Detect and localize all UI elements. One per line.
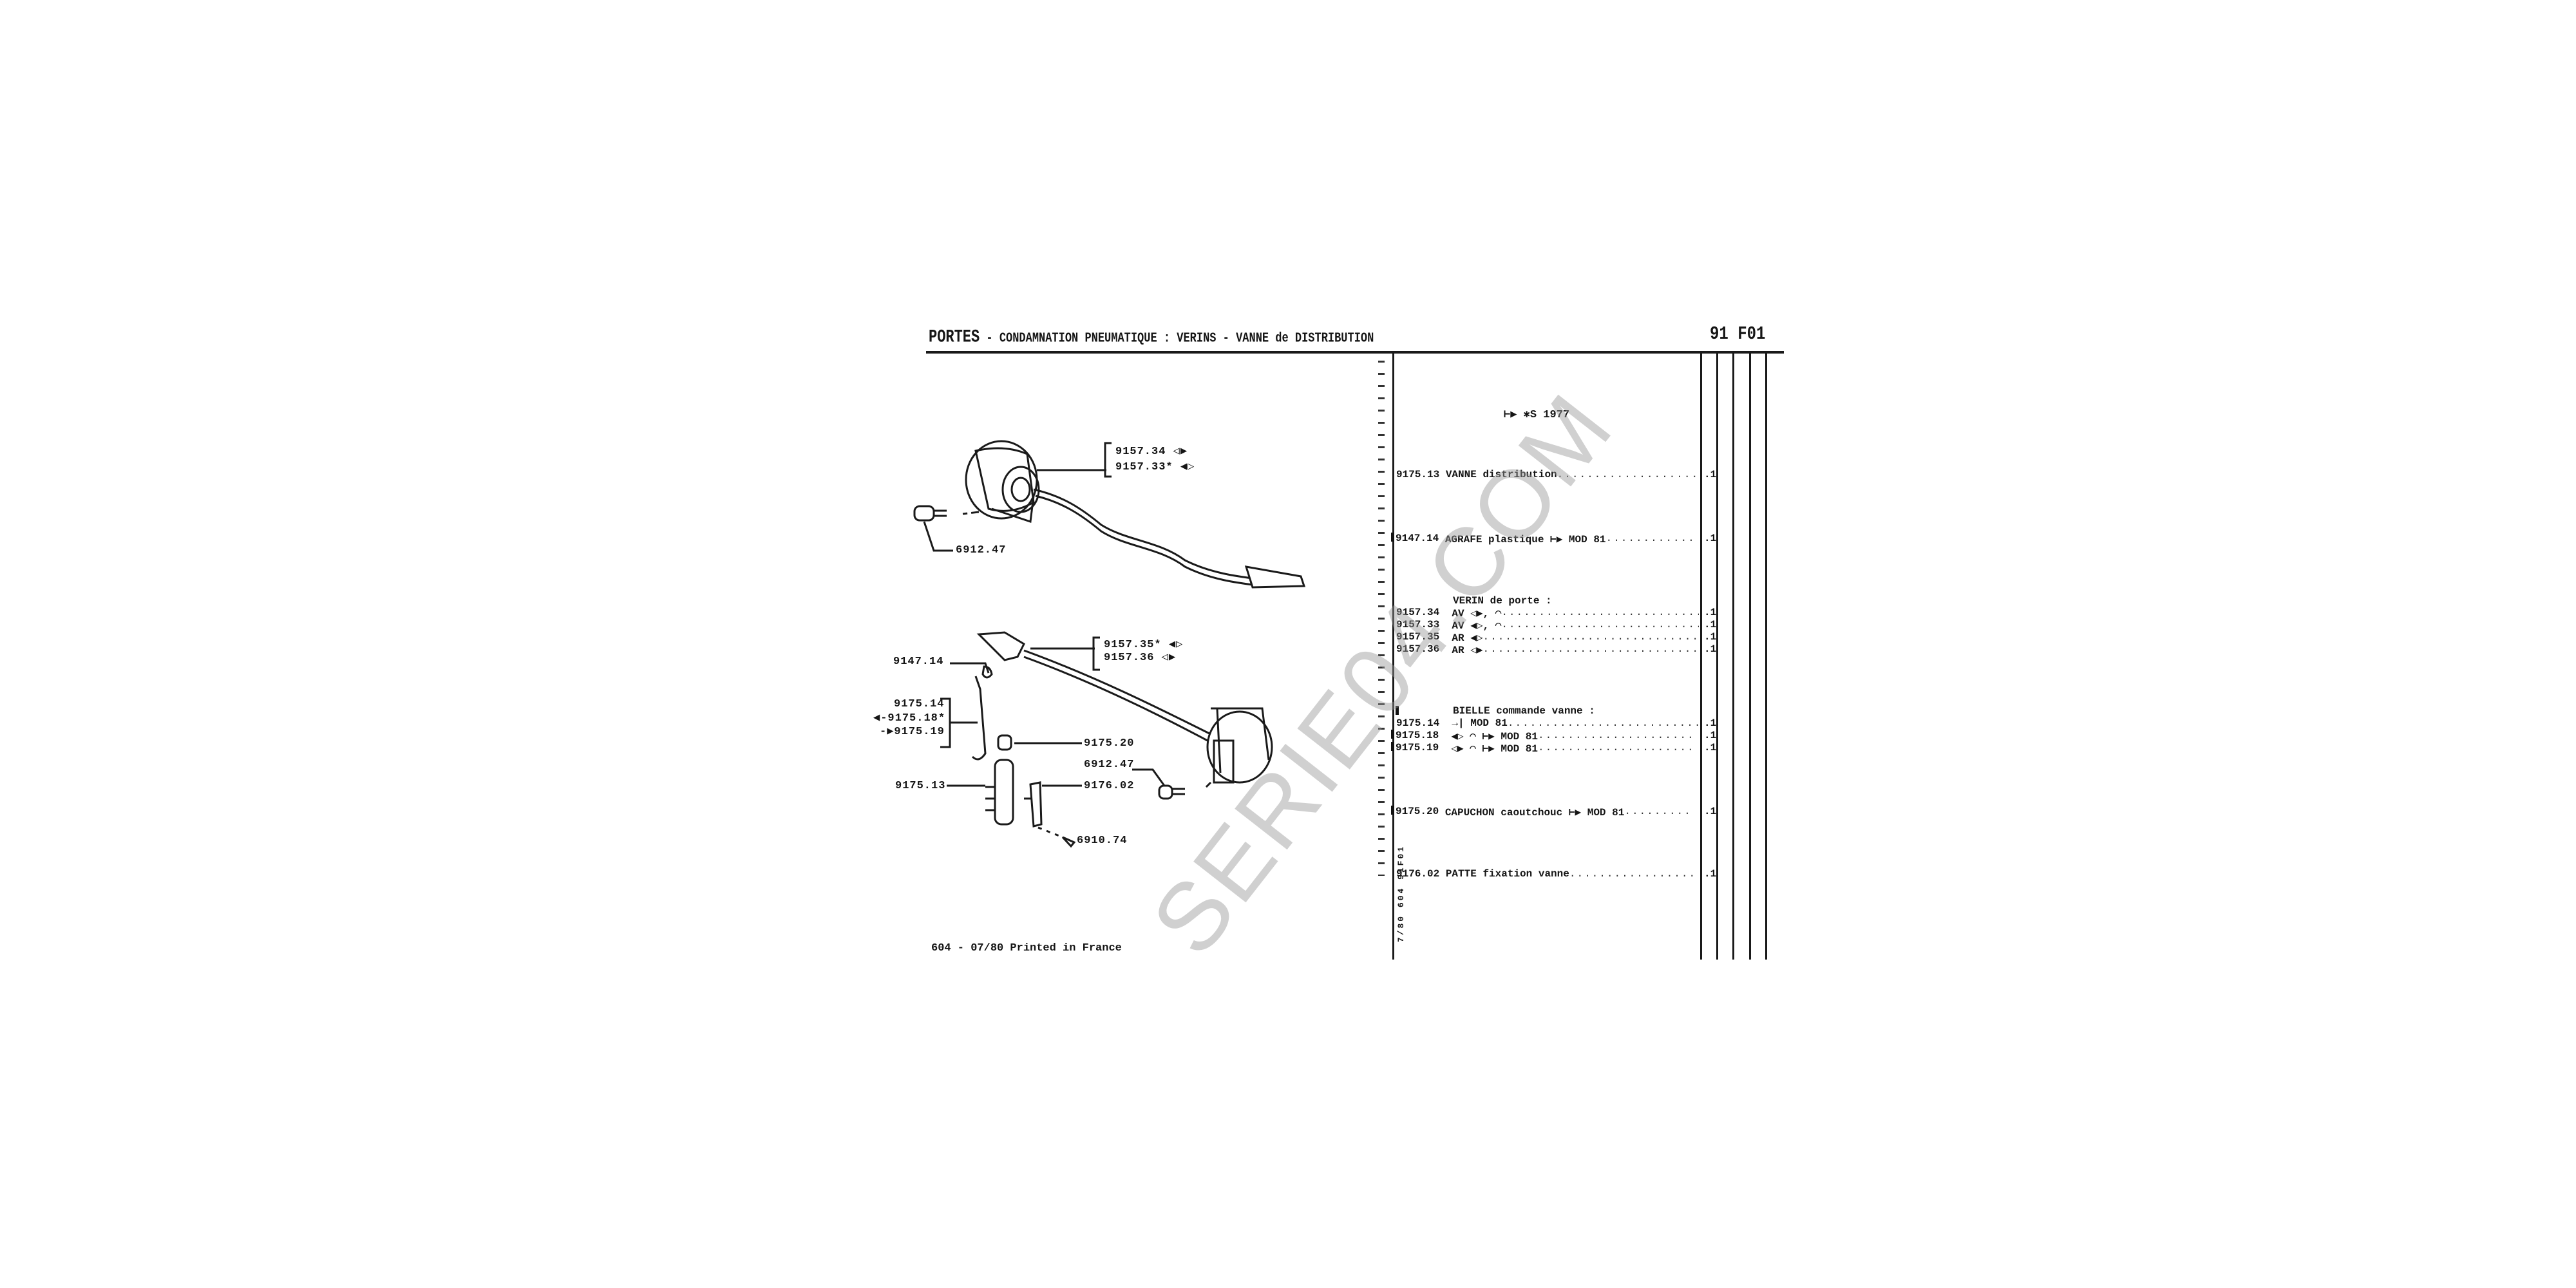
dot-leader: ........................................…: [1507, 717, 1699, 729]
part-desc: AV ◀▷, ◠: [1452, 620, 1502, 632]
part-qty: .1: [1704, 631, 1717, 643]
part-code: 9175.13: [1396, 469, 1440, 480]
part-qty: .1: [1704, 868, 1717, 880]
part-qty: .1: [1704, 533, 1717, 544]
parts-row: 9175.19 ◁▶ ◠ ⊢▶ MOD 81..................…: [1391, 742, 1694, 755]
part-code: 9157.34: [1396, 607, 1440, 618]
part-qty: .1: [1704, 742, 1717, 753]
callout-9157-36: 9157.36 ◁▶: [1104, 652, 1177, 664]
part-desc: AGRAFE plastique ⊢▶ MOD 81: [1444, 534, 1606, 545]
part-qty: .1: [1704, 619, 1717, 630]
column-line: [1765, 352, 1767, 960]
callout-9157-33: 9157.33* ◀▷: [1115, 461, 1195, 473]
title-rest: - CONDAMNATION PNEUMATIQUE : VERINS - VA…: [980, 331, 1374, 346]
part-code: 9157.36: [1396, 643, 1440, 655]
dot-leader: ........................................…: [1501, 607, 1699, 618]
part-qty: .1: [1704, 717, 1717, 729]
part-code: 9175.20: [1396, 806, 1439, 817]
callout-9175-14: 9175.14: [894, 698, 945, 710]
dot-leader: ........................................…: [1538, 730, 1694, 741]
part-code: 9175.19: [1396, 742, 1439, 753]
dot-leader: ........................................…: [1482, 643, 1700, 655]
actuator-front-drawing: [913, 440, 1306, 589]
page-title: PORTES - CONDAMNATION PNEUMATIQUE : VERI…: [929, 327, 1374, 347]
part-desc: AR ◀▷: [1452, 632, 1483, 644]
part-desc: ◁▶ ◠ ⊢▶ MOD 81: [1451, 743, 1538, 755]
dot-leader: ........................................…: [1538, 742, 1694, 753]
part-qty: .1: [1704, 643, 1717, 655]
column-line: [1716, 352, 1718, 960]
parts-row: 9176.02 PATTE fixation vanne............…: [1396, 868, 1699, 880]
page-code: 91 F01: [1710, 324, 1766, 345]
dot-leader: ........................................…: [1501, 619, 1699, 630]
dot-leader: ........................................…: [1482, 631, 1700, 643]
change-mark: [1396, 706, 1399, 715]
change-mark: [1391, 742, 1394, 751]
part-code: 9147.14: [1396, 533, 1439, 544]
actuator-rear-drawing: [976, 631, 1273, 800]
table-left-line: [1392, 352, 1394, 960]
parts-row: 9175.20 CAPUCHON caoutchouc ⊢▶ MOD 81...…: [1391, 806, 1694, 819]
section-heading-bielle: BIELLE commande vanne :: [1453, 705, 1595, 717]
section-heading-verin: VERIN de porte :: [1453, 595, 1552, 607]
dot-leader: ........................................…: [1569, 868, 1699, 880]
dot-leader: ........................................…: [1557, 469, 1699, 480]
part-desc: ◀▷ ◠ ⊢▶ MOD 81: [1451, 731, 1538, 743]
change-mark: [1391, 533, 1394, 542]
callout-6912-47-bottom: 6912.47: [1084, 759, 1135, 771]
callout-9147-14: 9147.14: [893, 656, 944, 668]
parts-row: 9157.34 AV ◁▶, ◠........................…: [1396, 607, 1699, 620]
part-desc: CAPUCHON caoutchouc ⊢▶ MOD 81: [1444, 807, 1625, 819]
part-qty: .1: [1704, 730, 1717, 741]
parts-row: 9175.18 ◀▷ ◠ ⊢▶ MOD 81..................…: [1391, 730, 1694, 743]
part-desc: AR ◁▶: [1452, 645, 1483, 656]
footer-print-info: 604 - 07/80 Printed in France: [931, 942, 1122, 954]
callout-9157-34: 9157.34 ◁▶: [1115, 446, 1188, 458]
part-desc: →| MOD 81: [1452, 717, 1508, 729]
dot-leader: ........................................…: [1605, 533, 1694, 544]
margin-ticks: [1378, 361, 1385, 876]
part-desc: AV ◁▶, ◠: [1452, 608, 1502, 620]
change-mark: [1391, 730, 1394, 739]
parts-row: 9175.14 →| MOD 81.......................…: [1396, 717, 1699, 729]
column-line: [1732, 352, 1734, 960]
part-qty: .1: [1704, 607, 1717, 618]
part-code: 9176.02: [1396, 868, 1440, 880]
parts-row: 9157.33 AV ◀▷, ◠........................…: [1396, 619, 1699, 632]
callout-9175-18: ◀-9175.18*: [873, 712, 946, 724]
parts-row: 9157.36 AR ◁▶...........................…: [1396, 643, 1699, 656]
part-qty: .1: [1704, 806, 1717, 817]
dot-leader: ........................................…: [1624, 806, 1694, 817]
qty-column-line: [1700, 352, 1702, 960]
part-qty: .1: [1704, 469, 1717, 480]
header-rule: [926, 351, 1784, 354]
part-code: 9157.35: [1396, 631, 1440, 643]
applicability-note: ⊢▶ ✱S 1977: [1504, 409, 1570, 421]
part-desc: PATTE fixation vanne: [1445, 868, 1569, 880]
column-line: [1749, 352, 1751, 960]
callout-6912-47-top: 6912.47: [956, 544, 1007, 556]
part-desc: VANNE distribution: [1445, 469, 1557, 480]
callout-9175-13: 9175.13: [895, 780, 946, 792]
part-code: 9157.33: [1396, 619, 1440, 630]
callout-9175-20: 9175.20: [1084, 737, 1135, 750]
linkage-parts-drawing: [940, 662, 1082, 848]
change-mark: [1391, 806, 1394, 815]
callout-6910-74: 6910.74: [1077, 835, 1128, 847]
callout-9176-02: 9176.02: [1084, 780, 1135, 792]
parts-row: 9175.13 VANNE distribution..............…: [1396, 469, 1699, 480]
parts-row: 9147.14 AGRAFE plastique ⊢▶ MOD 81......…: [1391, 533, 1694, 545]
title-main: PORTES: [929, 327, 980, 348]
parts-row: 9157.35 AR ◀▷...........................…: [1396, 631, 1699, 644]
callout-9175-19: -▶9175.19: [880, 726, 945, 738]
part-code: 9175.14: [1396, 717, 1440, 729]
callout-9157-35: 9157.35* ◀▷: [1104, 639, 1184, 651]
part-code: 9175.18: [1396, 730, 1439, 741]
